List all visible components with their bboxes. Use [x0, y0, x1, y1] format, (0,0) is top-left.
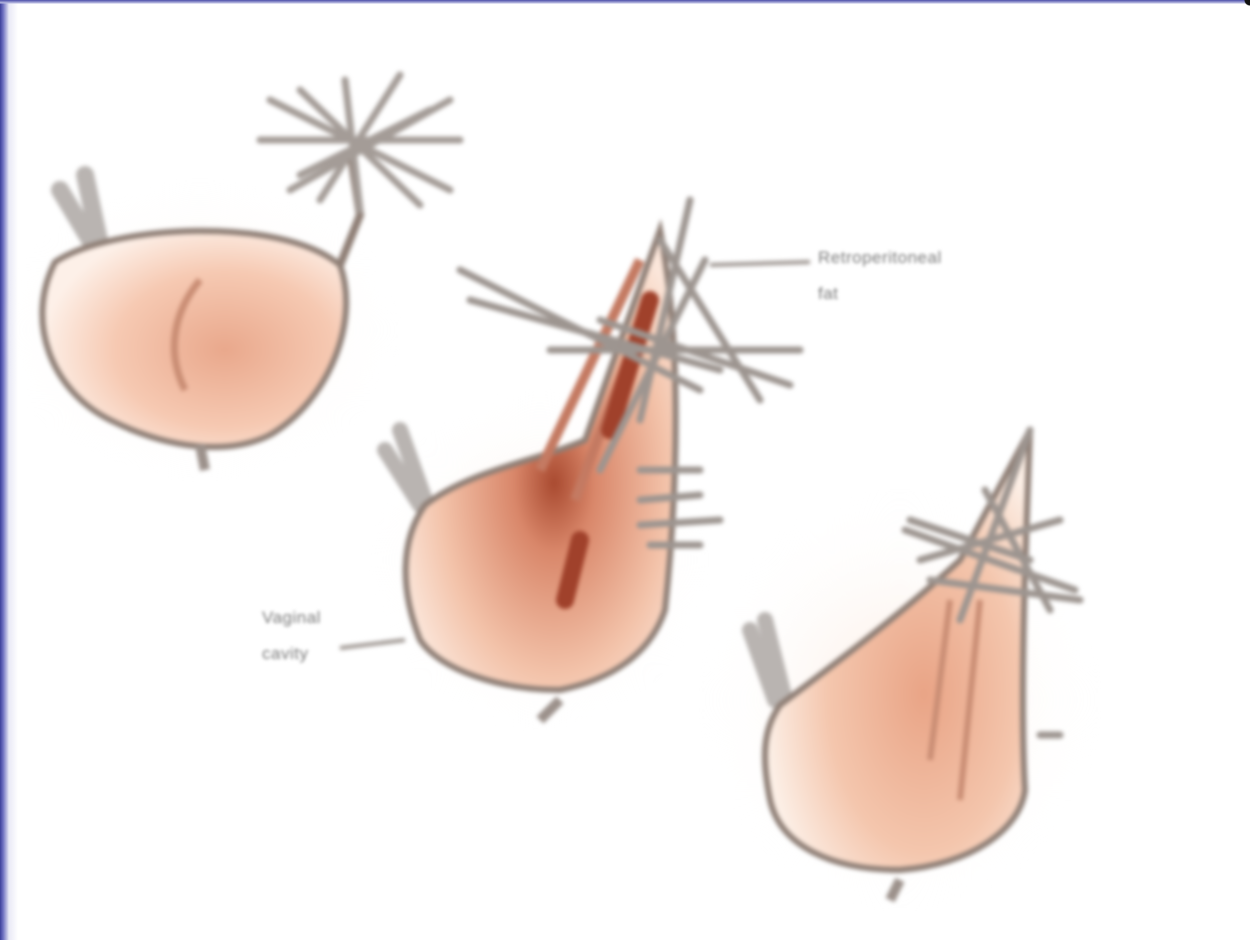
- label-retroperitoneal: Retroperitoneal: [818, 248, 942, 268]
- strand-bundle-1: [260, 75, 460, 210]
- leader-line-retroperitoneal: [710, 262, 810, 265]
- label-fat: fat: [818, 284, 838, 304]
- sac-base-stump: [200, 445, 205, 470]
- sac-bottom-right: [700, 430, 1100, 910]
- label-cavity: cavity: [262, 644, 308, 664]
- sac-top-left: [0, 75, 460, 480]
- label-vaginal: Vaginal: [262, 608, 321, 628]
